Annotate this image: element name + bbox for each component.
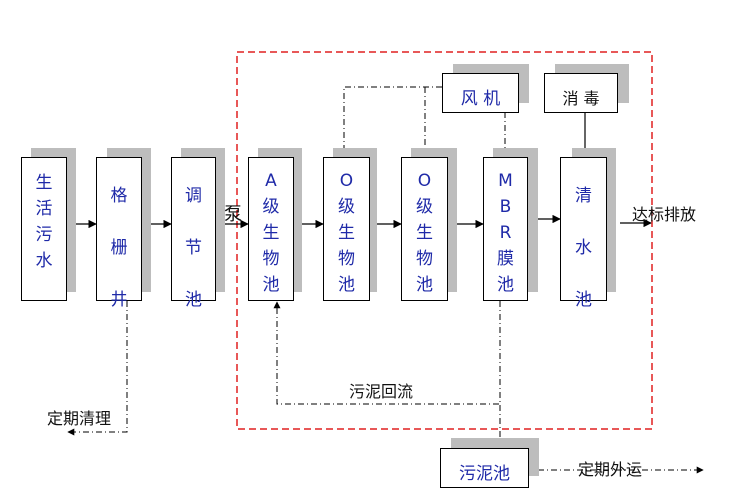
sludge-tank-box: 污泥池	[440, 448, 529, 488]
air-line-to-o1	[340, 86, 442, 157]
raw-sewage-label: 生活污水	[35, 173, 53, 271]
disinfection-label: 消 毒	[562, 89, 600, 108]
cleaning-line	[67, 301, 128, 436]
discharge-label: 达标排放	[632, 205, 697, 224]
clear-water-tank-label: 清水池	[575, 186, 592, 310]
sludge-return-line	[273, 301, 499, 405]
blower-box: 风 机	[442, 73, 519, 113]
equalization-tank-box: 调节池	[171, 157, 216, 310]
equalization-tank-label: 调节池	[185, 186, 202, 310]
raw-sewage-box: 生活污水	[21, 157, 67, 301]
blower-label: 风 机	[460, 89, 501, 109]
sludge-return-label: 污泥回流	[349, 382, 414, 401]
clear-water-tank-box: 清水池	[560, 157, 607, 310]
regular-transport-label: 定期外运	[578, 460, 643, 479]
sludge-tank-label: 污泥池	[459, 464, 510, 484]
regular-cleaning-label: 定期清理	[47, 409, 112, 428]
screen-well-box: 格栅井	[96, 157, 142, 310]
pump-label: 泵	[224, 204, 242, 225]
screen-well-label: 格栅井	[110, 186, 128, 310]
disinfection-box: 消 毒	[544, 73, 618, 113]
